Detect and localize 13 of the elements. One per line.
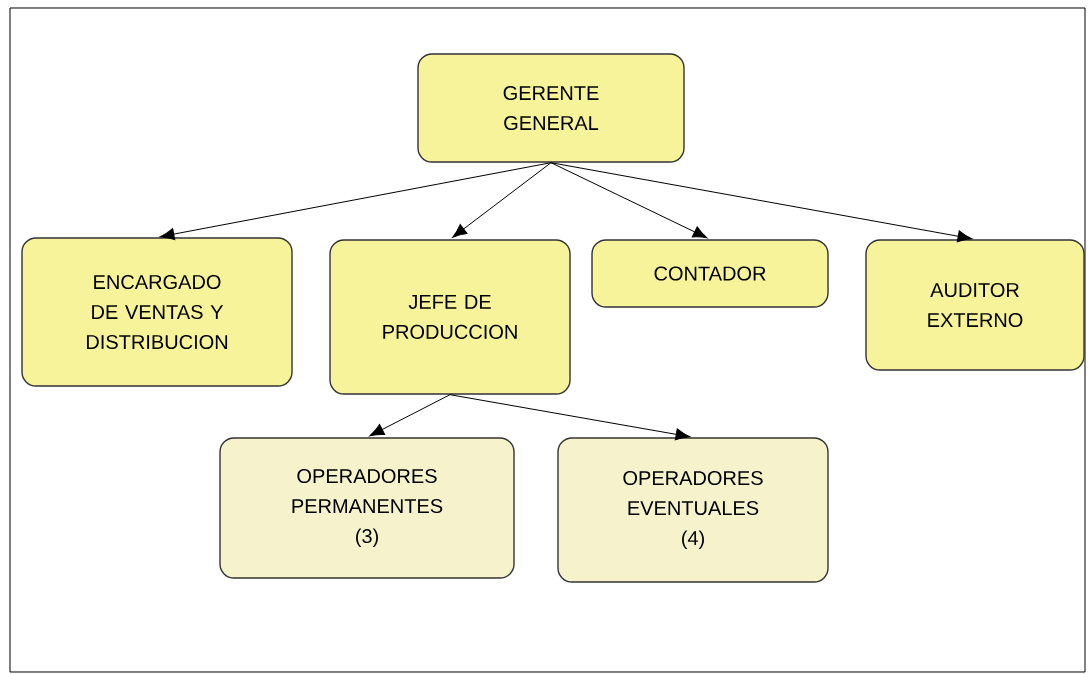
org-box: CONTADOR xyxy=(591,239,829,308)
org-box: AUDITOR EXTERNO xyxy=(865,239,1085,371)
org-box: ENCARGADO DE VENTAS Y DISTRIBUCION xyxy=(21,237,293,387)
org-box: OPERADORES EVENTUALES (4) xyxy=(557,437,829,583)
arrow xyxy=(452,162,552,238)
org-box: GERENTE GENERAL xyxy=(417,53,685,163)
org-box: OPERADORES PERMANENTES (3) xyxy=(219,437,515,579)
arrow xyxy=(159,162,552,241)
arrow xyxy=(449,394,691,441)
arrow xyxy=(369,394,451,437)
arrow xyxy=(550,162,708,239)
org-box: JEFE DE PRODUCCION xyxy=(329,239,571,395)
arrow xyxy=(550,162,973,243)
